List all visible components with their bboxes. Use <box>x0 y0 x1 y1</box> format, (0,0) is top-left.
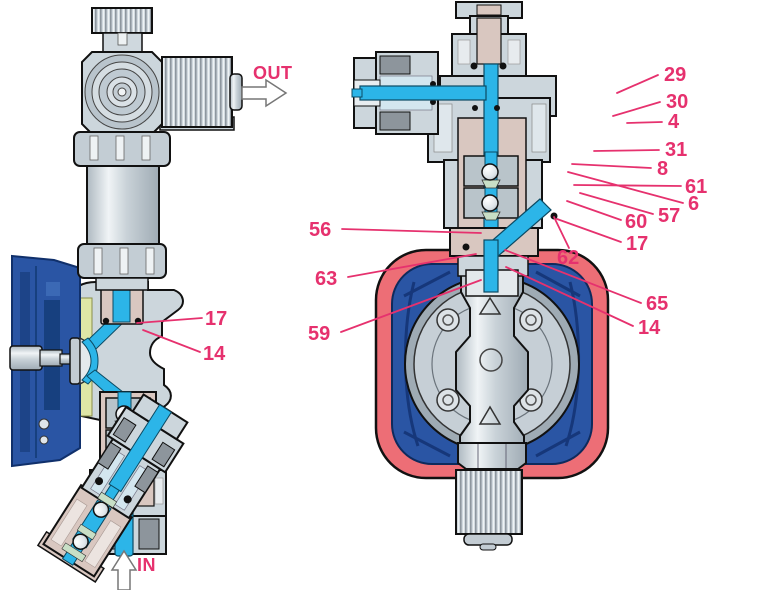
callout-line-14 <box>142 329 201 353</box>
riser-cylinder <box>86 165 160 245</box>
callout-line-14 <box>505 266 634 327</box>
o-ring <box>123 495 132 504</box>
callout-label-17: 17 <box>626 233 648 255</box>
callout-line-57 <box>579 192 654 215</box>
callout-line-60 <box>566 200 622 221</box>
callout-label-60: 60 <box>625 211 647 233</box>
o-ring <box>462 243 470 251</box>
valve-face-rings <box>84 54 160 130</box>
callout-label-29: 29 <box>664 64 686 86</box>
callout-line-56 <box>341 228 482 234</box>
check-ball <box>92 501 110 518</box>
callout-line-59 <box>340 279 482 333</box>
pump-head-section-view <box>36 1 610 583</box>
callout-line-29 <box>616 74 659 94</box>
callout-line-61 <box>573 184 682 187</box>
out-arrow <box>241 78 288 108</box>
callout-label-30: 30 <box>666 91 688 113</box>
check-ball <box>481 194 499 212</box>
in-arrow <box>110 549 138 590</box>
liquid-channel <box>359 85 487 101</box>
head-check-valves <box>463 151 519 221</box>
callout-label-62: 62 <box>557 247 579 269</box>
o-ring <box>494 105 500 111</box>
callout-label-14: 14 <box>203 343 226 365</box>
callout-label-61: 61 <box>685 176 707 198</box>
o-ring <box>95 477 104 486</box>
outlet-knob <box>161 56 243 128</box>
flow-label-out: OUT <box>253 63 293 83</box>
valve-assembly-side-view: OUT IN <box>9 7 293 590</box>
head-bolts <box>436 308 543 412</box>
coupling-nut-lower <box>77 243 167 279</box>
check-ball <box>72 533 89 550</box>
callout-line-4 <box>626 121 663 124</box>
check-ball <box>481 163 499 181</box>
callout-line-63 <box>347 253 477 278</box>
liquid-channel <box>112 285 131 323</box>
flow-direction-triangle <box>478 405 502 425</box>
bottom-hex-nut <box>457 442 527 470</box>
liquid-channel <box>483 239 499 293</box>
callout-line-30 <box>612 101 661 117</box>
liquid-channel <box>351 88 363 98</box>
callout-label-57: 57 <box>658 205 680 227</box>
callout-line-17 <box>556 218 622 243</box>
o-ring <box>470 62 478 70</box>
callout-label-56: 56 <box>309 219 331 241</box>
flow-direction-triangle <box>478 296 502 315</box>
o-ring <box>102 317 110 325</box>
callout-label-65: 65 <box>646 293 668 315</box>
angled-injection-fitting <box>36 393 189 583</box>
housing-neck <box>95 277 149 291</box>
o-ring <box>550 212 558 220</box>
callout-line-62 <box>553 216 570 249</box>
flow-label-in: IN <box>137 555 156 575</box>
callout-label-31: 31 <box>665 139 687 161</box>
callout-line-65 <box>504 249 642 304</box>
callout-line-6 <box>567 171 684 204</box>
callout-label-4: 4 <box>668 111 680 133</box>
bottom-knurled-connector <box>455 469 523 551</box>
o-ring <box>499 62 507 70</box>
callout-label-59: 59 <box>308 323 330 345</box>
callout-line-17 <box>136 317 203 324</box>
callout-line-8 <box>571 163 652 169</box>
callout-label-14: 14 <box>638 317 661 339</box>
callout-label-63: 63 <box>315 268 337 290</box>
adjustment-cap <box>91 7 153 54</box>
callout-label-6: 6 <box>688 193 699 215</box>
callout-label-17: 17 <box>205 308 227 330</box>
o-ring <box>472 105 478 111</box>
callout-line-31 <box>593 149 660 152</box>
column-port <box>479 348 503 372</box>
coupling-nut-upper <box>73 131 171 167</box>
callout-label-8: 8 <box>657 158 668 180</box>
